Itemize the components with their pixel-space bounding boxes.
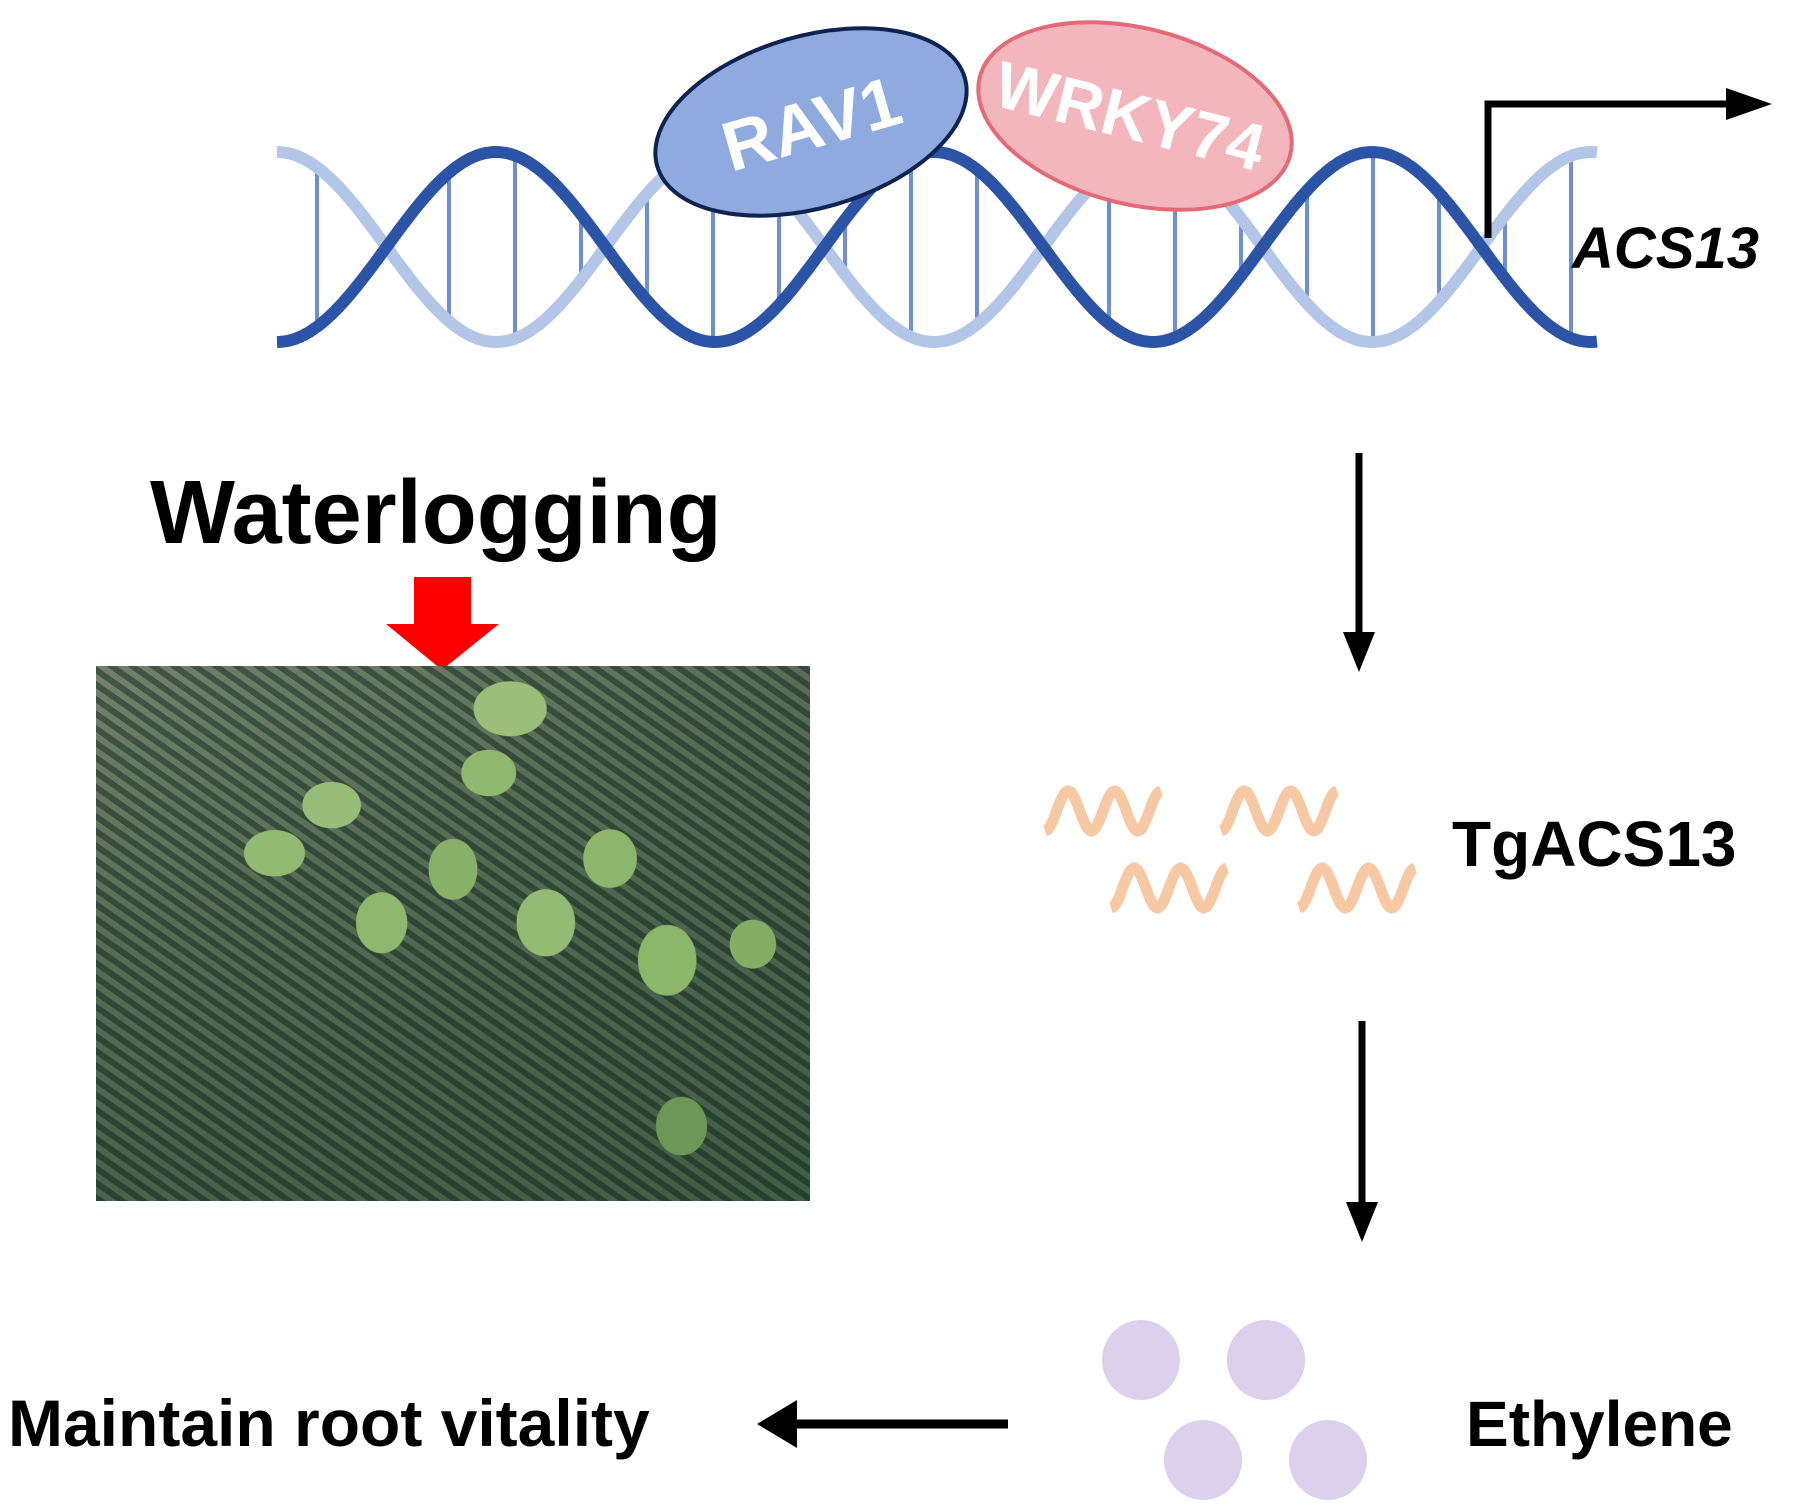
ethylene-molecule [1289,1420,1367,1500]
tgacs13-label: TgACS13 [1452,808,1737,880]
ethylene-molecules [1102,1320,1367,1500]
mrna-squiggle [1219,785,1339,837]
arrow-dna-to-transcript [1343,453,1375,672]
wrky74-protein: WRKY74 [976,20,1294,212]
red-down-arrow [386,577,499,670]
transcription-start-arrow [1484,88,1772,238]
mrna-squiggle [1109,862,1229,914]
tgacs13-transcripts [1043,785,1417,914]
rav1-protein: RAV1 [653,26,969,218]
arrow-ethylene-to-outcome [757,1400,1008,1448]
waterlogging-label: Waterlogging [150,463,722,563]
ethylene-molecule [1102,1320,1180,1400]
dna-strand-light [276,145,1598,349]
acs13-gene-label: ACS13 [1570,216,1759,281]
dna-strand-dark [276,145,1598,349]
arrow-transcript-to-ethylene [1346,1021,1378,1242]
ethylene-molecule [1227,1320,1305,1400]
ethylene-molecule [1164,1420,1242,1500]
mrna-squiggle [1297,862,1417,914]
plant-photo [96,666,810,1201]
mrna-squiggle [1043,785,1163,837]
dna-helix [276,145,1598,349]
outcome-label: Maintain root vitality [8,1386,650,1460]
ethylene-label: Ethylene [1466,1388,1733,1460]
